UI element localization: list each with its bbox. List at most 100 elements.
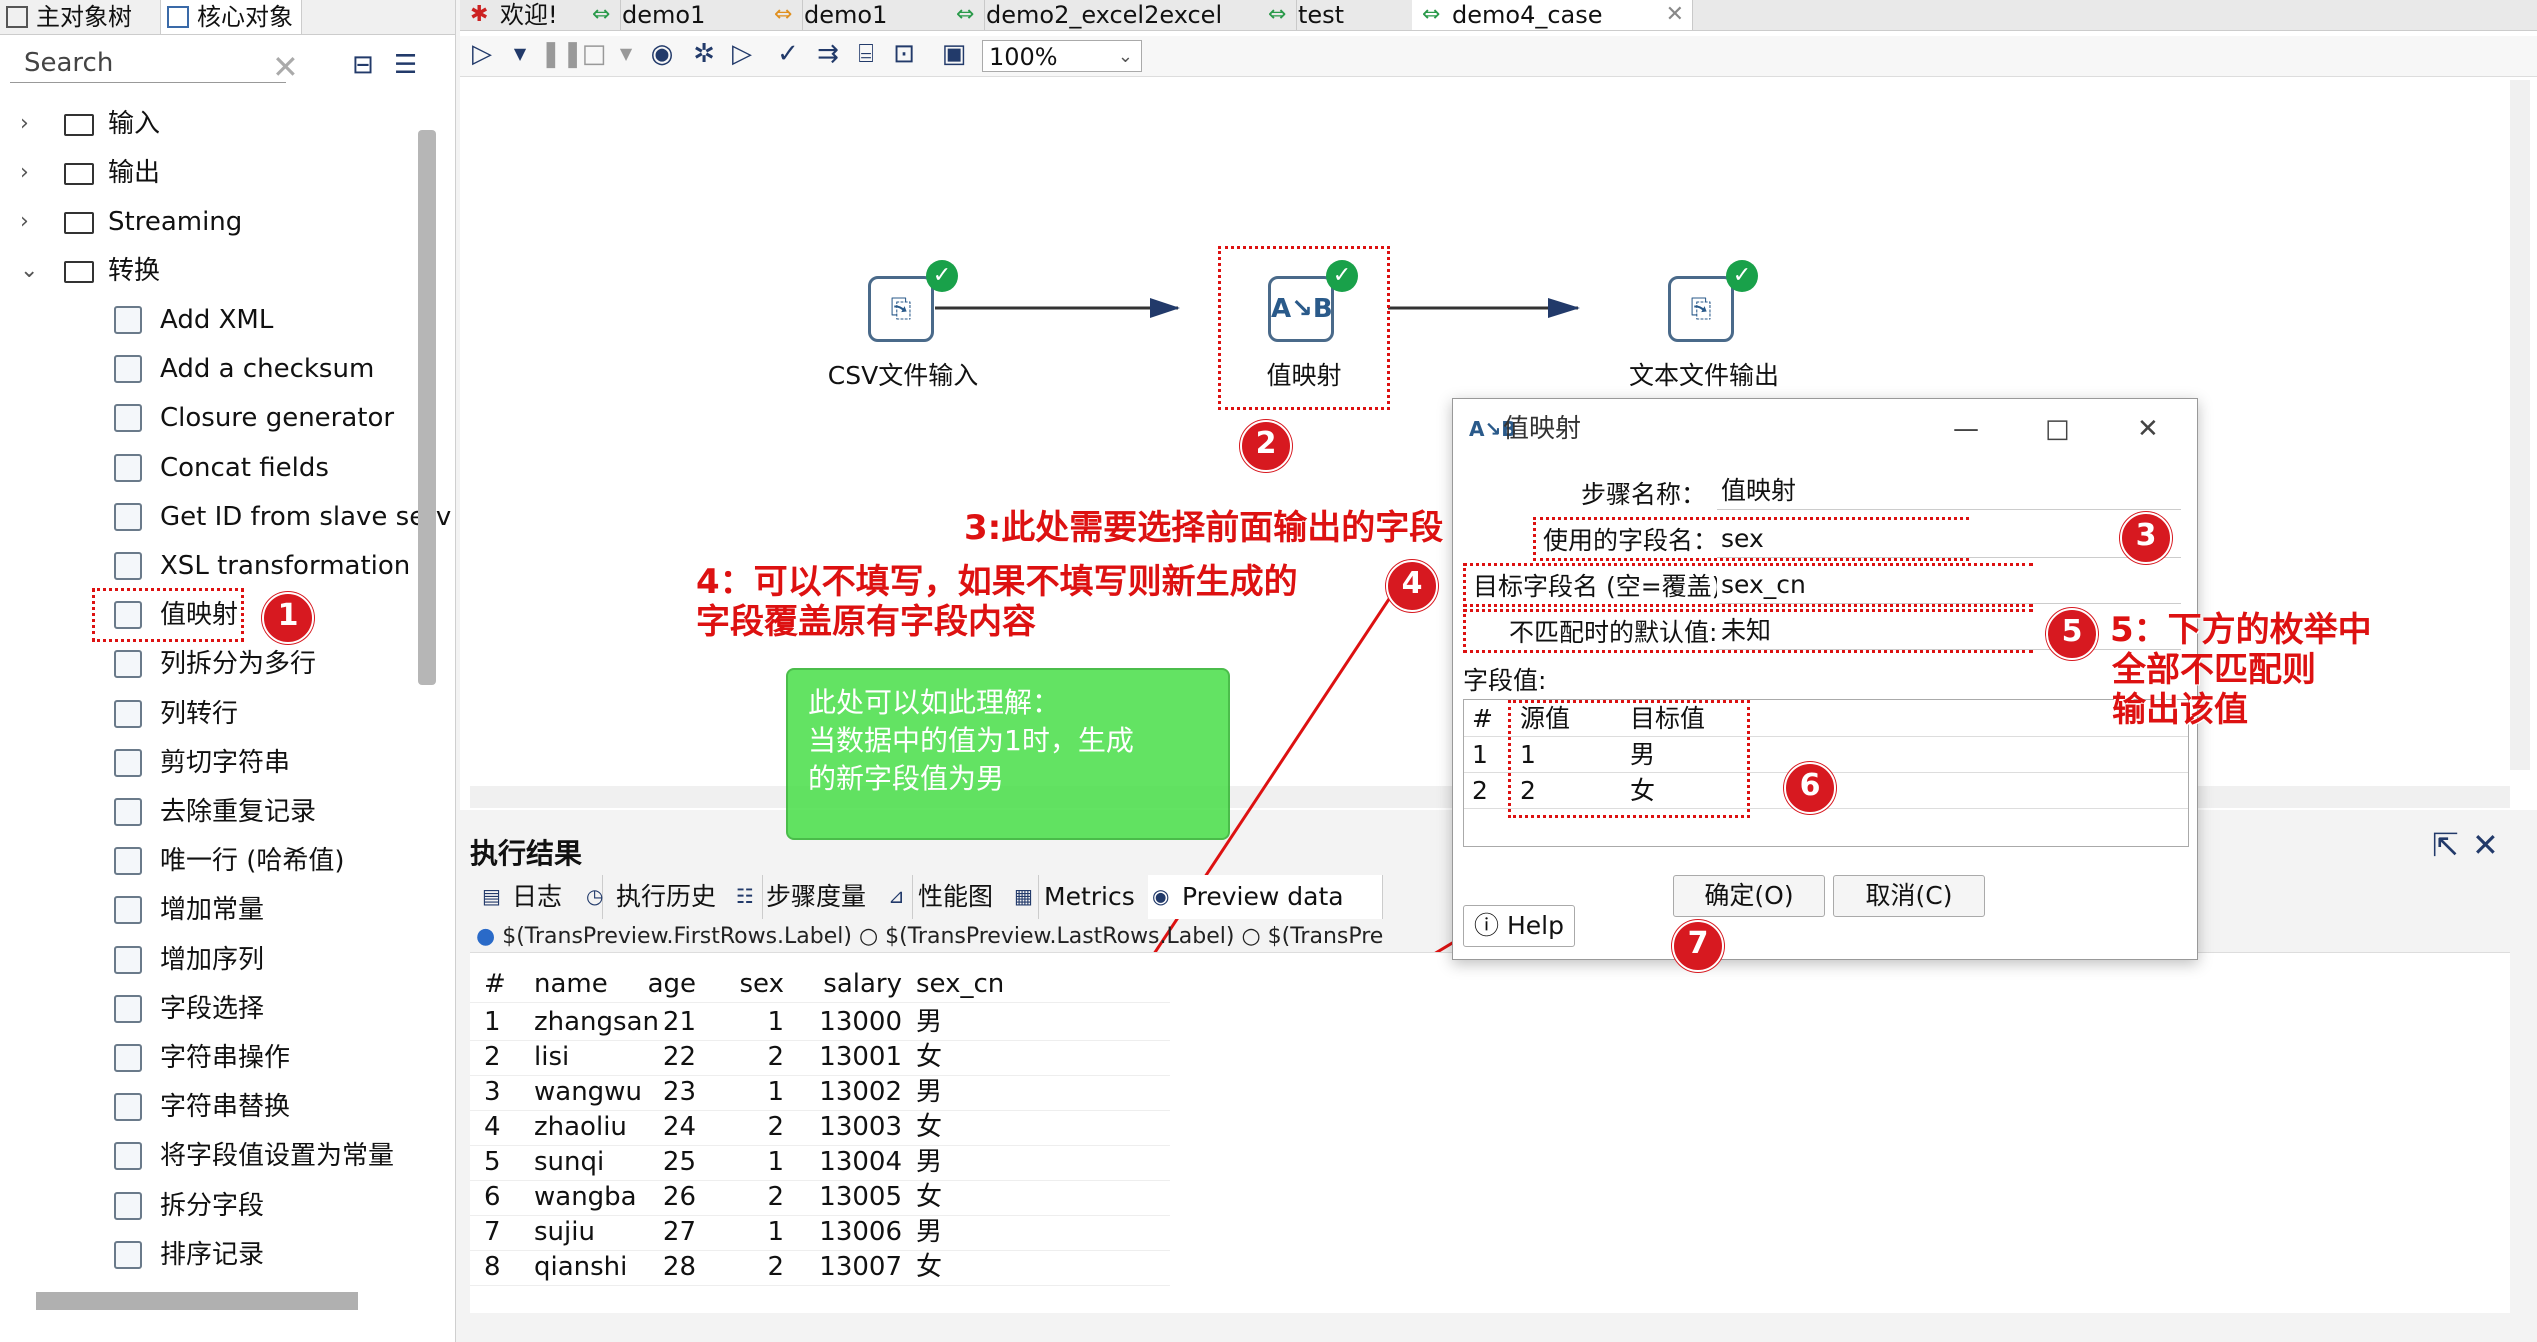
tab-demo2[interactable]: ⇔demo2_excel2excel bbox=[946, 0, 1297, 30]
tree-step-item[interactable]: 剪切字符串 bbox=[0, 741, 420, 785]
chevron-down-icon[interactable]: ⌄ bbox=[20, 258, 39, 283]
minimize-icon[interactable]: — bbox=[1953, 414, 1979, 444]
tree-folder[interactable]: ›Streaming bbox=[0, 200, 420, 244]
tab-log[interactable]: ▤日志 bbox=[478, 875, 603, 919]
collapse-all-icon[interactable]: ⊟ bbox=[352, 50, 374, 80]
tab-history[interactable]: ◷执行历史 bbox=[582, 875, 763, 919]
grid-cell: 男 bbox=[916, 1077, 943, 1107]
tab-demo4-case[interactable]: ⇔demo4_case✕ bbox=[1412, 0, 1693, 30]
tree-folder[interactable]: ⌄转换 bbox=[0, 249, 420, 293]
sql-icon[interactable]: ⌸ bbox=[858, 39, 874, 69]
replay-icon[interactable]: ▷ bbox=[732, 39, 752, 69]
close-tab-icon[interactable]: ✕ bbox=[1665, 2, 1684, 27]
tree-step-item[interactable]: Get ID from slave serv bbox=[0, 495, 451, 539]
tab-main-tree[interactable]: 主对象树 bbox=[0, 0, 140, 34]
text-output-step[interactable]: ⎘ bbox=[1668, 276, 1734, 342]
tab-performance[interactable]: ⊿性能图 bbox=[884, 875, 1039, 919]
chevron-right-icon[interactable]: › bbox=[20, 209, 29, 234]
tree-step-item[interactable]: 去除重复记录 bbox=[0, 790, 420, 834]
debug-icon[interactable]: ✲ bbox=[693, 39, 715, 69]
tree-step-item[interactable]: 将字段值设置为常量 bbox=[0, 1134, 420, 1178]
target-field-input[interactable]: sex_cn bbox=[1717, 567, 2181, 604]
tree-step-item[interactable]: 列转行 bbox=[0, 692, 420, 736]
tree-step-item[interactable]: Add a checksum bbox=[0, 347, 420, 391]
close-icon[interactable]: ✕ bbox=[2472, 826, 2499, 864]
restore-icon[interactable]: □ bbox=[2045, 414, 2070, 444]
stop-icon[interactable]: □ bbox=[581, 39, 607, 69]
field-values-row[interactable]: 2 2 女 bbox=[1464, 774, 2188, 809]
tab-preview-data[interactable]: ◉Preview data bbox=[1148, 875, 1383, 919]
grid-cell: qianshi bbox=[534, 1252, 628, 1282]
tree-step-item[interactable]: 字符串替换 bbox=[0, 1085, 420, 1129]
zoom-select[interactable]: 100%⌄ bbox=[982, 40, 1142, 72]
tab-demo1-a[interactable]: ⇔demo1 bbox=[582, 0, 803, 30]
search-input[interactable]: Search bbox=[10, 44, 286, 83]
grid-icon[interactable]: ▣ bbox=[941, 39, 967, 69]
tree-step-item[interactable]: Concat fields bbox=[0, 446, 420, 490]
stop-dropdown-icon[interactable]: ▼ bbox=[619, 44, 633, 63]
run-icon[interactable]: ▷ bbox=[472, 39, 492, 69]
step-icon bbox=[114, 453, 142, 482]
field-name-select[interactable]: sex bbox=[1717, 521, 2181, 558]
tree-step-item[interactable]: Closure generator bbox=[0, 396, 420, 440]
tab-test[interactable]: ⇔test bbox=[1258, 0, 1449, 30]
tree-step-item[interactable]: 列拆分为多行 bbox=[0, 642, 420, 686]
value-mapper-step[interactable]: A↘B bbox=[1268, 276, 1334, 342]
target-field-label: 目标字段名 (空=覆盖) bbox=[1473, 572, 1722, 601]
left-horizontal-scrollbar[interactable] bbox=[36, 1292, 358, 1310]
grid-cell: 13003 bbox=[819, 1112, 902, 1142]
tree-step-item[interactable]: 值映射 bbox=[0, 593, 420, 637]
grid-cell: 13004 bbox=[819, 1147, 902, 1177]
preview-icon[interactable]: ◉ bbox=[650, 39, 674, 69]
tab-core-objects[interactable]: 核心对象 bbox=[160, 0, 302, 34]
verify-icon[interactable]: ✓ bbox=[777, 39, 799, 69]
close-dialog-icon[interactable]: ✕ bbox=[2137, 414, 2159, 444]
default-value-input[interactable]: 未知 bbox=[1717, 613, 2181, 650]
annotation-4-line1: 4：可以不填写，如果不填写则新生成的 bbox=[696, 562, 1298, 602]
metrics-list-icon: ☷ bbox=[736, 884, 754, 908]
field-values-grid[interactable]: # 源值 目标值 1 1 男 2 2 女 bbox=[1463, 699, 2189, 847]
tab-demo1-b[interactable]: ⇔demo1 bbox=[764, 0, 985, 30]
clear-search-icon[interactable]: ✕ bbox=[272, 48, 299, 86]
left-panel bbox=[0, 0, 456, 1342]
ok-button[interactable]: 确定(O) bbox=[1673, 875, 1825, 917]
left-vertical-scrollbar[interactable] bbox=[418, 130, 436, 685]
tree-step-item[interactable]: Add XML bbox=[0, 298, 420, 342]
explore-db-icon[interactable]: ⊡ bbox=[893, 39, 915, 69]
tree-step-item[interactable]: 唯一行 (哈希值) bbox=[0, 839, 420, 883]
tree-step-item[interactable]: 增加常量 bbox=[0, 888, 420, 932]
maximize-icon[interactable]: ⇱ bbox=[2432, 826, 2459, 864]
tree-folder[interactable]: ›输出 bbox=[0, 151, 420, 195]
chevron-right-icon[interactable]: › bbox=[20, 160, 29, 185]
chevron-right-icon[interactable]: › bbox=[20, 111, 29, 136]
run-dropdown-icon[interactable]: ▼ bbox=[513, 44, 527, 63]
tree-step-item[interactable]: 字符串操作 bbox=[0, 1036, 420, 1080]
impact-icon[interactable]: ⇉ bbox=[817, 39, 839, 69]
tab-step-metrics[interactable]: ☷步骤度量 bbox=[732, 875, 913, 919]
tree-step-item[interactable]: 拆分字段 bbox=[0, 1184, 420, 1228]
canvas-vertical-scrollbar[interactable] bbox=[2510, 80, 2530, 770]
grid-cell: 28 bbox=[662, 1252, 696, 1282]
transformation-icon: ⇔ bbox=[1422, 2, 1441, 27]
step-name-input[interactable]: 值映射 bbox=[1717, 473, 2181, 510]
preview-radio-options[interactable]: ● $(TransPreview.FirstRows.Label) ○ $(Tr… bbox=[476, 924, 1384, 948]
tree-step-item[interactable]: 字段选择 bbox=[0, 987, 420, 1031]
csv-input-step[interactable]: ⎘ bbox=[868, 276, 934, 342]
grid-cell: 27 bbox=[662, 1217, 696, 1247]
expand-all-icon[interactable]: ☰ bbox=[394, 50, 418, 80]
tree-step-item[interactable]: 排序记录 bbox=[0, 1233, 420, 1277]
tab-welcome[interactable]: ✱欢迎! bbox=[460, 0, 621, 30]
help-button[interactable]: ⓘ Help bbox=[1463, 905, 1575, 947]
tree-step-item[interactable]: 增加序列 bbox=[0, 938, 420, 982]
tree-step-item[interactable]: XSL transformation bbox=[0, 544, 420, 588]
tree-folder[interactable]: ›输入 bbox=[0, 102, 420, 146]
cancel-button[interactable]: 取消(C) bbox=[1833, 875, 1985, 917]
